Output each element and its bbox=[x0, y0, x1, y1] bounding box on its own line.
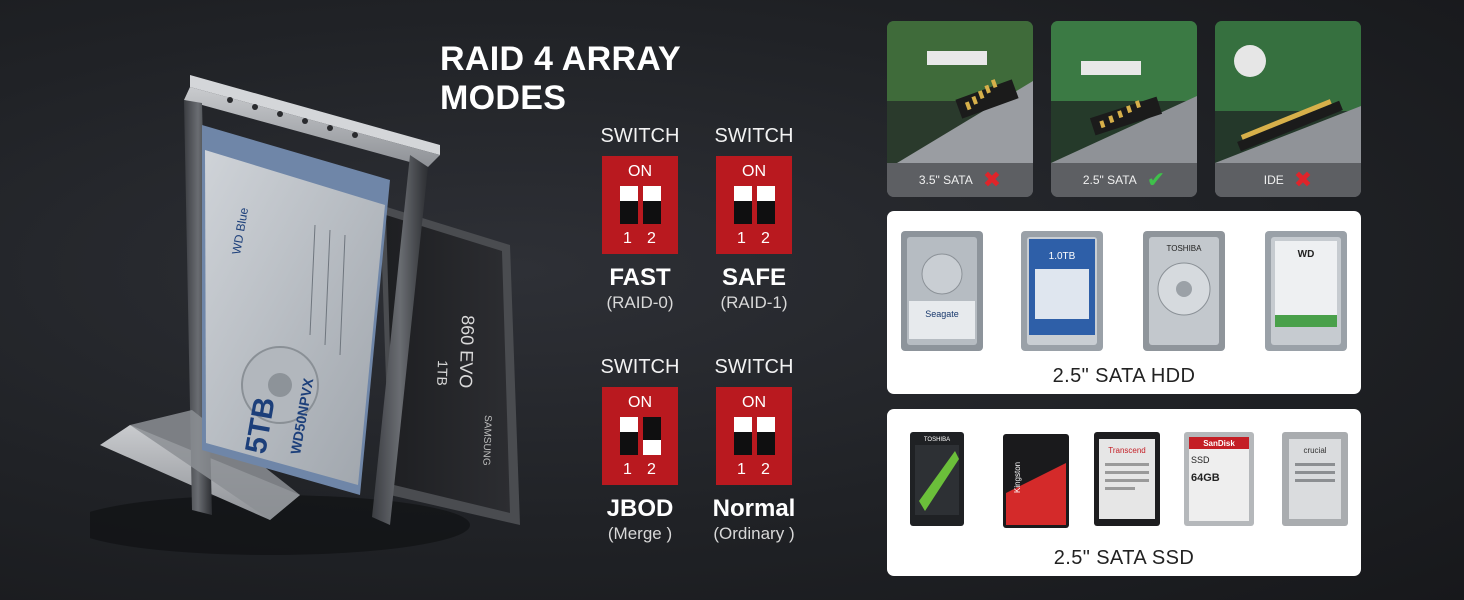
switch-jbod: SWITCH ON 1 2 JBOD (Merge ) bbox=[585, 355, 695, 545]
switch-number-1: 1 bbox=[623, 461, 632, 478]
switch-lever-2 bbox=[643, 417, 661, 455]
connector-25-sata: 2.5" SATA ✔ bbox=[1051, 21, 1197, 197]
switch-number-1: 1 bbox=[623, 230, 632, 247]
svg-text:SSD: SSD bbox=[1191, 455, 1210, 465]
switch-safe: SWITCH ON 1 2 SAFE (RAID-1) bbox=[699, 124, 809, 314]
connector-35-sata: 3.5" SATA ✖ bbox=[887, 21, 1033, 197]
ide-connector-photo bbox=[1215, 21, 1361, 163]
switch-header: SWITCH bbox=[600, 356, 680, 378]
ssd-brand-label: SAMSUNG bbox=[480, 415, 493, 466]
mode-name: SAFE bbox=[721, 264, 786, 291]
switch-lever-1 bbox=[734, 417, 752, 455]
switch-lever-2 bbox=[757, 417, 775, 455]
connector-label: 2.5" SATA bbox=[1082, 173, 1137, 187]
switch-number-2: 2 bbox=[647, 461, 656, 478]
ssd-brand-text: crucial bbox=[1303, 446, 1326, 455]
sata-35-connector-photo bbox=[887, 21, 1033, 163]
switch-number-1: 1 bbox=[737, 461, 746, 478]
switch-header: SWITCH bbox=[600, 125, 680, 147]
mode-name: JBOD bbox=[606, 495, 674, 522]
switch-on-label: ON bbox=[742, 394, 766, 411]
crucial-ssd-image: crucial bbox=[1282, 432, 1348, 526]
ssd-brand-text: Transcend bbox=[1108, 446, 1146, 455]
svg-text:64GB: 64GB bbox=[1191, 472, 1220, 484]
switch-number-1: 1 bbox=[737, 230, 746, 247]
switch-lever-1 bbox=[620, 417, 638, 455]
ssd-brand-text: TOSHIBA bbox=[924, 437, 950, 443]
switch-number-2: 2 bbox=[761, 230, 770, 247]
switch-number-2: 2 bbox=[761, 461, 770, 478]
sandisk-ssd-image: SanDisk SSD 64GB bbox=[1184, 432, 1254, 526]
mode-description: (Ordinary ) bbox=[713, 524, 795, 543]
dip-switch: ON 1 2 bbox=[602, 156, 678, 254]
switch-header: SWITCH bbox=[714, 356, 794, 378]
mode-description: (RAID-1) bbox=[720, 293, 788, 312]
connector-label: IDE bbox=[1263, 173, 1284, 187]
page-title: RAID 4 ARRAY MODES bbox=[440, 40, 681, 117]
enclosure-frame bbox=[130, 75, 440, 525]
switch-number-2: 2 bbox=[647, 230, 656, 247]
toshiba-hdd-image: TOSHIBA bbox=[1143, 231, 1225, 351]
mode-name: Normal bbox=[712, 495, 796, 522]
hdd-brand-text: TOSHIBA bbox=[1167, 244, 1203, 253]
ssd-capacity-label: 1TB bbox=[434, 360, 451, 386]
hdd-brand-text: Seagate bbox=[925, 309, 959, 319]
switch-lever-1 bbox=[734, 186, 752, 224]
wd-green-hdd-image: WD bbox=[1265, 231, 1347, 351]
switch-lever-1 bbox=[620, 186, 638, 224]
cross-icon: ✖ bbox=[1293, 167, 1313, 192]
switch-lever-2 bbox=[643, 186, 661, 224]
mode-name: FAST bbox=[609, 264, 671, 291]
switch-on-label: ON bbox=[742, 163, 766, 180]
ssd-brand-text: SanDisk bbox=[1203, 439, 1235, 448]
dip-switch: ON 1 2 bbox=[716, 156, 792, 254]
toshiba-ssd-image: TOSHIBA bbox=[910, 432, 964, 526]
switch-on-label: ON bbox=[628, 163, 652, 180]
ssd-model-label: 860 EVO bbox=[455, 315, 478, 389]
ssd-brand-text: Kingston bbox=[1013, 462, 1022, 493]
kingston-ssd-image: Kingston bbox=[1003, 434, 1069, 528]
hdd-brand-text: 1.0TB bbox=[1049, 251, 1076, 262]
hdd-drive: 5TB WD50NPVX WD Blue bbox=[202, 125, 390, 495]
hdd-compatibility-panel: Seagate 1.0TB TOSHIBA WD 2.5" SATA HDD bbox=[887, 211, 1361, 394]
ssd-panel-label: 2.5" SATA SSD bbox=[1053, 547, 1195, 569]
switch-on-label: ON bbox=[628, 394, 652, 411]
seagate-hdd-image: Seagate bbox=[901, 231, 983, 351]
connector-label: 3.5" SATA bbox=[918, 173, 973, 187]
check-icon: ✔ bbox=[1146, 167, 1166, 192]
transcend-ssd-image: Transcend bbox=[1094, 432, 1160, 526]
dip-switch: ON 1 2 bbox=[716, 387, 792, 485]
dip-switch: ON 1 2 bbox=[602, 387, 678, 485]
switch-lever-2 bbox=[757, 186, 775, 224]
hdd-panel-label: 2.5" SATA HDD bbox=[1052, 365, 1196, 387]
connector-ide: IDE ✖ bbox=[1215, 21, 1361, 197]
wd-blue-hdd-image: 1.0TB bbox=[1021, 231, 1103, 351]
mode-description: (Merge ) bbox=[607, 524, 673, 543]
switch-header: SWITCH bbox=[714, 125, 794, 147]
mode-description: (RAID-0) bbox=[606, 293, 674, 312]
sata-25-connector-photo bbox=[1051, 21, 1197, 163]
switch-normal: SWITCH ON 1 2 Normal (Ordinary ) bbox=[699, 355, 809, 545]
switch-fast: SWITCH ON 1 2 FAST (RAID-0) bbox=[585, 124, 695, 314]
hdd-brand-text: WD bbox=[1298, 249, 1315, 260]
ssd-compatibility-panel: TOSHIBA Kingston Transcend SanDisk SSD 6… bbox=[887, 409, 1361, 576]
enclosure-illustration: 860 EVO 1TB SAMSUNG 5TB WD50NPVX WD Blue bbox=[90, 75, 520, 555]
cross-icon: ✖ bbox=[982, 167, 1002, 192]
